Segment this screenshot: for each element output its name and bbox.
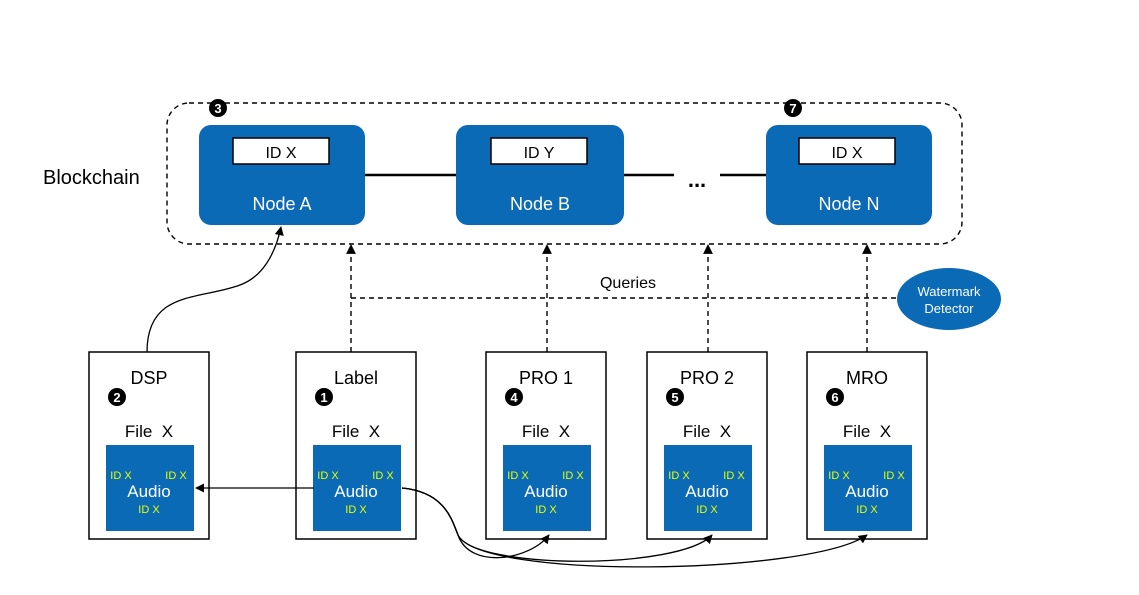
query-lines: [346, 244, 898, 352]
party-label-file: File X: [332, 422, 380, 441]
svg-text:6: 6: [831, 390, 838, 405]
watermark-id-right: ID X: [883, 470, 905, 482]
svg-text:7: 7: [789, 101, 796, 116]
watermark-id-right: ID X: [372, 470, 394, 482]
watermark-id-left: ID X: [317, 470, 339, 482]
step-badge-2: 2: [108, 388, 126, 406]
party-dsp-name: DSP: [130, 368, 167, 388]
node-a-id: ID X: [265, 145, 296, 162]
watermark-detector-line1: Watermark: [917, 284, 981, 299]
step-badge-4: 4: [505, 388, 523, 406]
watermark-id-left: ID X: [668, 470, 690, 482]
node-n[interactable]: ID X Node N: [766, 125, 932, 225]
watermark-id-bottom: ID X: [535, 504, 557, 516]
watermark-id-bottom: ID X: [138, 504, 160, 516]
node-b[interactable]: ID Y Node B: [456, 125, 624, 225]
audio-label: Audio: [685, 482, 728, 501]
svg-text:3: 3: [214, 101, 221, 116]
node-b-label: Node B: [510, 194, 570, 214]
node-n-id-box: [798, 137, 896, 165]
svg-text:4: 4: [510, 390, 518, 405]
queries-label: Queries: [600, 275, 656, 292]
step-badge-6: 6: [826, 388, 844, 406]
audio-label: Audio: [334, 482, 377, 501]
party-pro-1-file: File X: [522, 422, 570, 441]
watermark-detector[interactable]: Watermark Detector: [897, 268, 1001, 330]
watermark-id-bottom: ID X: [696, 504, 718, 516]
watermark-detector-line2: Detector: [924, 301, 974, 316]
blockchain-label: Blockchain: [43, 167, 140, 189]
party-pro-2-file: File X: [683, 422, 731, 441]
audio-label: Audio: [127, 482, 170, 501]
watermark-id-bottom: ID X: [856, 504, 878, 516]
distribution-arrows: [401, 487, 868, 568]
node-b-id: ID Y: [524, 145, 555, 162]
party-pro-2-name: PRO 2: [680, 368, 734, 388]
node-n-id: ID X: [831, 145, 862, 162]
watermark-id-right: ID X: [165, 470, 187, 482]
node-a[interactable]: ID X Node A: [199, 125, 365, 225]
audio-label: Audio: [845, 482, 888, 501]
node-n-label: Node N: [818, 194, 879, 214]
node-a-id-box: [232, 137, 330, 165]
svg-text:5: 5: [671, 390, 678, 405]
step-badge-3: 3: [209, 99, 227, 117]
watermark-id-right: ID X: [723, 470, 745, 482]
watermark-id-left: ID X: [110, 470, 132, 482]
chain-ellipsis: ...: [688, 167, 706, 192]
audio-label: Audio: [524, 482, 567, 501]
party-mro-name: MRO: [846, 368, 888, 388]
party-dsp-file: File X: [125, 422, 173, 441]
watermark-id-left: ID X: [507, 470, 529, 482]
step-badge-5: 5: [666, 388, 684, 406]
party-pro-1-name: PRO 1: [519, 368, 573, 388]
step-badge-1: 1: [315, 388, 333, 406]
party-mro-file: File X: [843, 422, 891, 441]
svg-text:1: 1: [320, 390, 327, 405]
watermark-id-bottom: ID X: [345, 504, 367, 516]
watermark-id-right: ID X: [562, 470, 584, 482]
node-b-id-box: [490, 137, 588, 165]
node-a-label: Node A: [252, 194, 311, 214]
watermark-id-left: ID X: [828, 470, 850, 482]
dsp-to-node-a-arrow: [146, 226, 284, 353]
svg-text:2: 2: [113, 390, 120, 405]
party-label-name: Label: [334, 368, 378, 388]
blockchain-boundary: [166, 102, 963, 245]
step-badge-7: 7: [784, 99, 802, 117]
